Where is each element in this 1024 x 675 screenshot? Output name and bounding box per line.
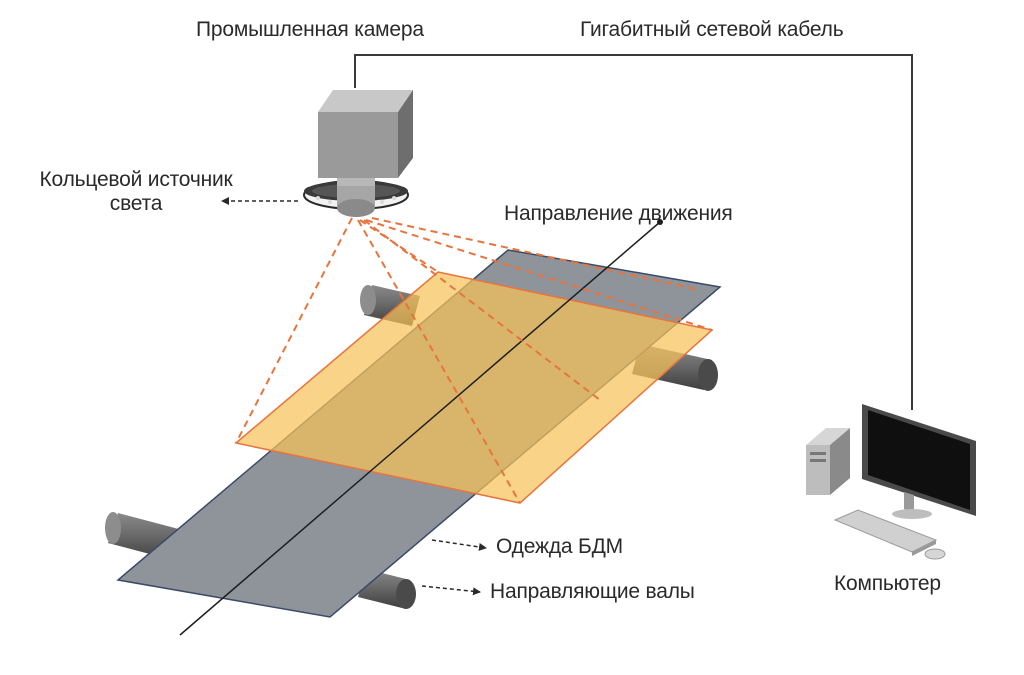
direction-label: Направление движения <box>504 202 733 225</box>
ring-light-label: Кольцевой источник света <box>0 168 272 216</box>
motion-direction-line <box>179 221 661 636</box>
cable-label: Гигабитный сетевой кабель <box>580 18 844 41</box>
computer-label: Компьютер <box>834 572 941 595</box>
camera-view-rays <box>235 217 713 504</box>
rollers-callout-arrow <box>421 585 481 596</box>
rollers-label: Направляющие валы <box>490 580 695 603</box>
network-cable <box>354 54 913 410</box>
computer-tower <box>806 428 850 495</box>
camera-label: Промышленная камера <box>196 18 424 41</box>
industrial-camera <box>318 90 413 178</box>
camera-lens <box>337 178 375 217</box>
motion-direction-arrowhead <box>657 219 663 225</box>
computer-monitor <box>862 404 976 519</box>
ring-light-label-line1: Кольцевой источник <box>39 168 233 191</box>
computer-mouse <box>924 548 946 560</box>
computer-keyboard <box>833 509 938 556</box>
ring-light-label-line2: света <box>109 192 163 215</box>
cloth-callout-arrow <box>431 539 487 551</box>
cloth-label: Одежда БДМ <box>496 535 623 558</box>
